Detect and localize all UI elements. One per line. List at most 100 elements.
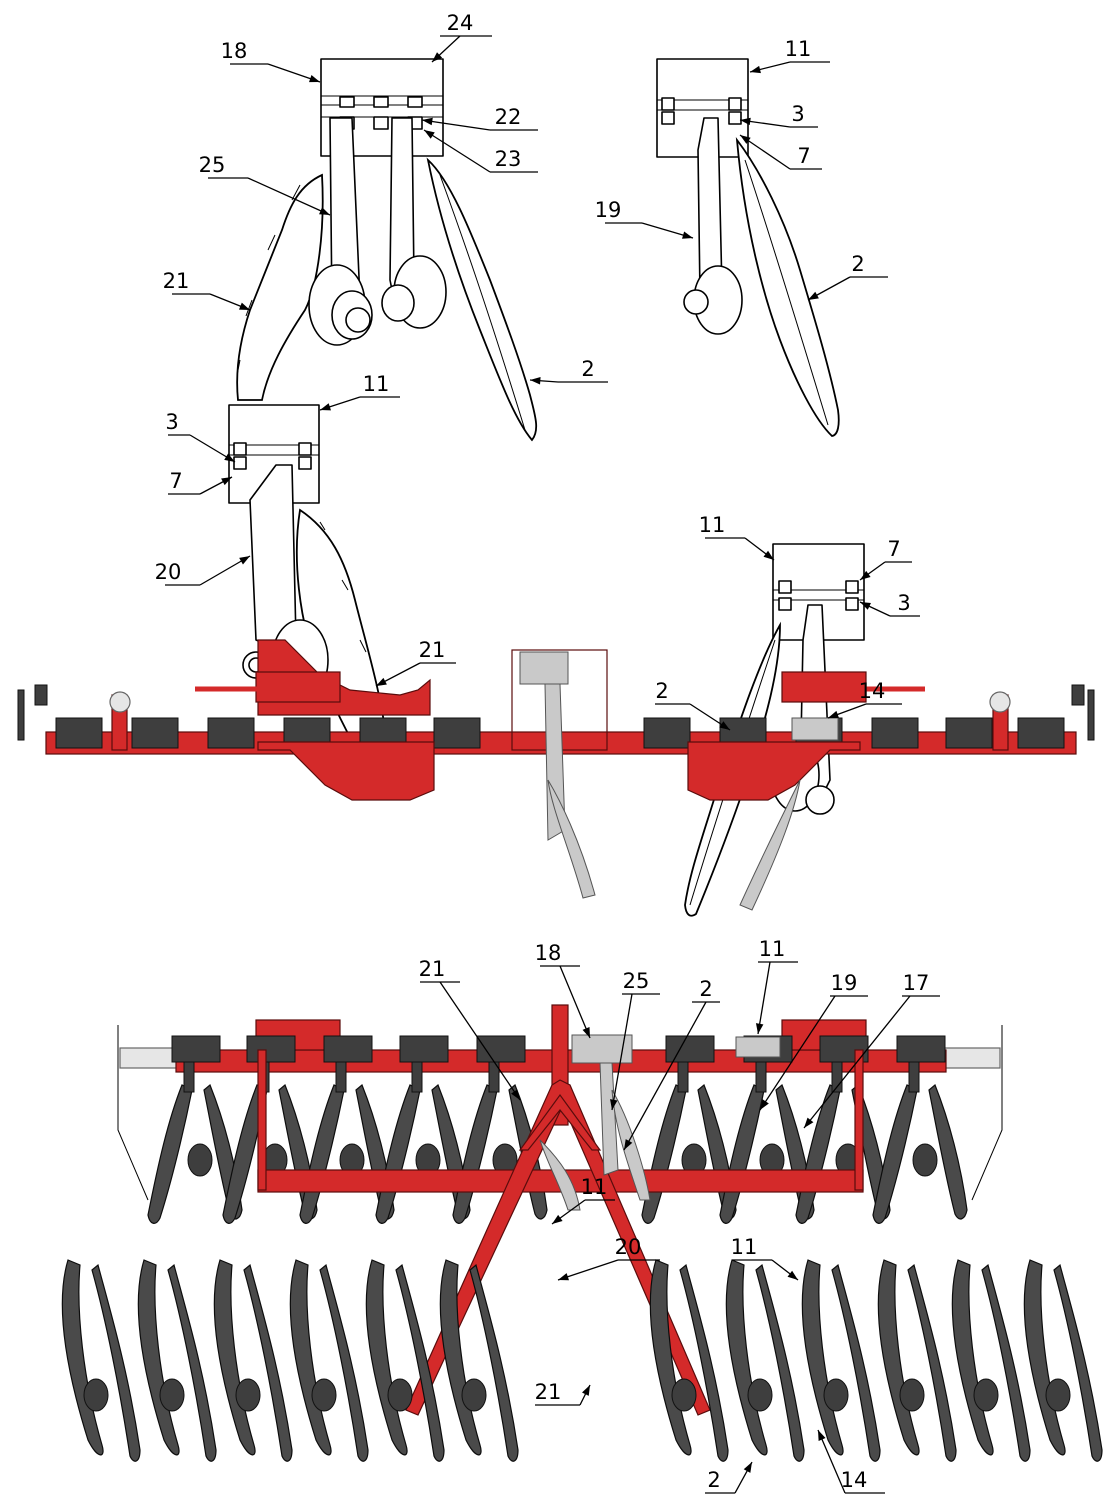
callout-number: 11: [731, 1235, 758, 1259]
front-disc-unit: [725, 1259, 805, 1462]
callout-number: 2: [707, 1468, 720, 1492]
center-unit-11-20-21: [511, 649, 839, 911]
callout-number: 22: [495, 105, 522, 129]
rear-disc-unit: [872, 1084, 968, 1224]
front-disc-unit: [877, 1259, 957, 1462]
callout-number: 20: [615, 1235, 642, 1259]
callout-number: 20: [155, 560, 182, 584]
callout: 7: [739, 134, 822, 170]
plate-right: [687, 741, 861, 801]
disc-2-a: [426, 157, 538, 442]
callout: 2: [705, 1461, 753, 1494]
callout: 21: [375, 638, 456, 687]
front-disc-unit: [439, 1259, 519, 1462]
callout-number: 7: [797, 144, 810, 168]
callout: 2: [807, 252, 888, 301]
callout-number: 7: [887, 537, 900, 561]
front-disc-unit: [365, 1259, 445, 1462]
center-unit-18-25: [539, 1034, 781, 1211]
callout-number: 14: [841, 1468, 868, 1492]
callout-number: 2: [851, 252, 864, 276]
callout: 17: [803, 971, 940, 1129]
callout: 3: [859, 591, 920, 617]
callout-number: 11: [581, 1175, 608, 1199]
callout-number: 11: [699, 513, 726, 537]
rear-bracket: [323, 1035, 373, 1063]
callout-number: 23: [495, 147, 522, 171]
callout: 25: [610, 969, 660, 1111]
callout-number: 3: [165, 410, 178, 434]
callout-number: 17: [903, 971, 930, 995]
callout: 21: [535, 1380, 591, 1406]
callout-number: 7: [169, 469, 182, 493]
callout-number: 14: [859, 679, 886, 703]
front-disc-unit: [289, 1259, 369, 1462]
rear-bracket: [246, 1035, 296, 1063]
callout-number: 11: [363, 372, 390, 396]
front-bracket: [433, 717, 481, 749]
callout: 19: [595, 198, 694, 239]
callout: 20: [155, 555, 251, 586]
callout-number: 3: [791, 102, 804, 126]
callout-number: 3: [897, 591, 910, 615]
front-brackets: [55, 717, 1065, 749]
callout: 21: [163, 269, 251, 311]
callout: 19: [759, 971, 868, 1111]
callout-number: 24: [447, 11, 474, 35]
callout: 7: [859, 537, 912, 581]
callout: 11: [731, 1235, 799, 1281]
callout-number: 18: [535, 941, 562, 965]
callout: 14: [817, 1429, 885, 1494]
callout: 11: [319, 372, 400, 411]
callout-number: 25: [199, 153, 226, 177]
callout: 2: [529, 357, 608, 385]
callout: 3: [165, 410, 236, 463]
callout-number: 2: [655, 679, 668, 703]
callout: 23: [423, 129, 538, 173]
callout-number: 19: [831, 971, 858, 995]
callout: 2: [623, 977, 720, 1151]
disc-21-upper: [236, 173, 324, 401]
front-bracket: [643, 717, 691, 749]
callout: 18: [221, 39, 321, 83]
disc-2-b: [735, 136, 840, 437]
front-disc-unit: [801, 1259, 881, 1462]
front-disc-unit: [951, 1259, 1031, 1462]
front-disc-unit: [213, 1259, 293, 1462]
rear-bracket: [399, 1035, 449, 1063]
callout-number: 21: [419, 638, 446, 662]
callout-number: 21: [419, 957, 446, 981]
front-bracket: [55, 717, 103, 749]
callout: 20: [557, 1235, 660, 1281]
callout-number: 21: [163, 269, 190, 293]
callout: 3: [739, 102, 818, 128]
callout: 22: [421, 105, 538, 131]
front-bracket: [131, 717, 179, 749]
callout: 11: [551, 1175, 615, 1225]
callout-number: 18: [221, 39, 248, 63]
callout: 21: [419, 957, 521, 1101]
front-disc-unit: [137, 1259, 217, 1462]
detail-view-a: [228, 58, 538, 770]
front-disc-row: [61, 1259, 1103, 1462]
callout-number: 19: [595, 198, 622, 222]
callout-number: 11: [785, 37, 812, 61]
right-hitch: [989, 684, 1095, 751]
callout-number: 25: [623, 969, 650, 993]
rear-bracket: [476, 1035, 526, 1063]
callout: 11: [699, 513, 775, 561]
front-bracket: [207, 717, 255, 749]
callout-number: 2: [581, 357, 594, 381]
front-bracket: [945, 717, 993, 749]
callout: 25: [199, 153, 331, 216]
callout: 7: [168, 469, 233, 495]
rear-bracket: [171, 1035, 221, 1063]
callout: 14: [827, 679, 902, 719]
callout: 18: [535, 941, 591, 1039]
callout-number: 11: [759, 937, 786, 961]
callout-number: 2: [699, 977, 712, 1001]
callout: 2: [655, 679, 731, 731]
